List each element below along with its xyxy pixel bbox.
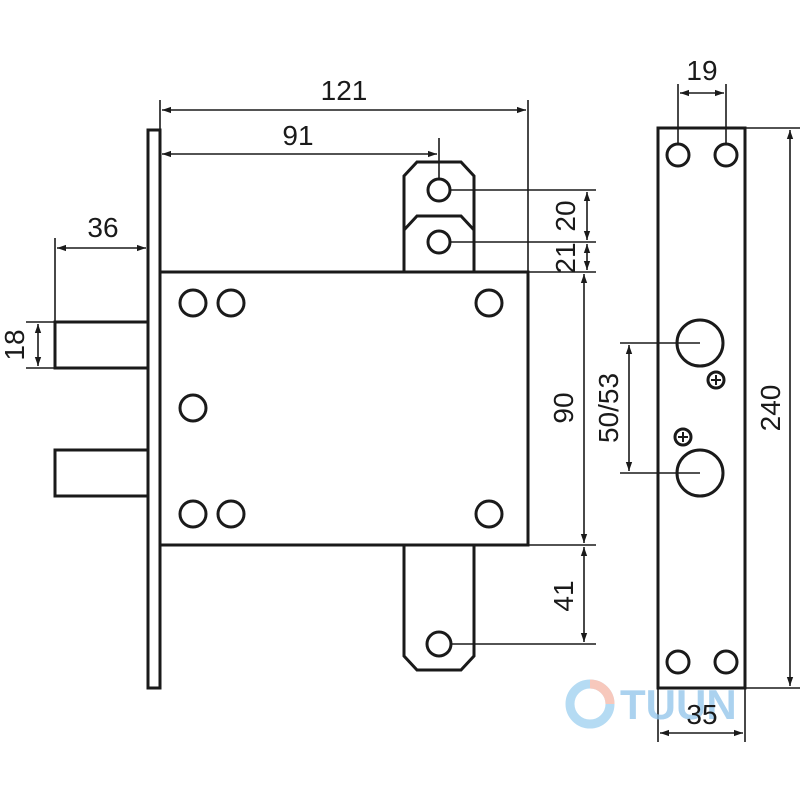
label-pin-height: 18 <box>0 329 30 360</box>
label-case-height: 90 <box>548 392 579 423</box>
label-hook-spacing-a: 20 <box>550 200 581 231</box>
upper-hook-bolt-divider <box>402 214 476 232</box>
watermark-logo: TUUN <box>565 679 737 729</box>
case-screw-2 <box>216 288 246 318</box>
lower-bolt <box>402 545 476 672</box>
lock-case <box>158 270 530 547</box>
label-faceplate-width: 35 <box>686 699 717 730</box>
label-overall-width: 121 <box>321 75 368 106</box>
screw-upper-cross <box>711 375 721 385</box>
case-screw-4 <box>178 393 208 423</box>
screw-lower <box>673 427 693 447</box>
case-screw-5 <box>178 499 208 529</box>
label-lower-bolt: 41 <box>548 580 579 611</box>
watermark-text: TUUN <box>620 681 737 728</box>
front-faceplate <box>656 126 747 690</box>
screw-upper <box>706 370 726 390</box>
upper-pin <box>53 320 150 370</box>
screw-lower-cross <box>678 432 688 442</box>
label-cylinder-spacing: 50/53 <box>593 373 624 443</box>
faceplate-hole-4 <box>713 649 739 675</box>
label-faceplate-height: 240 <box>755 385 786 432</box>
lower-pin <box>53 448 150 498</box>
label-bolt-offset: 91 <box>282 120 313 151</box>
label-backset-pin: 36 <box>87 212 118 243</box>
case-screw-1 <box>178 288 208 318</box>
faceplate-hole-3 <box>665 649 691 675</box>
side-faceplate <box>146 128 162 690</box>
case-screw-3 <box>474 288 504 318</box>
case-screw-7 <box>474 499 504 529</box>
label-hook-spacing-b: 21 <box>550 242 581 273</box>
label-faceplate-hole-spacing: 19 <box>686 55 717 86</box>
case-screw-6 <box>216 499 246 529</box>
